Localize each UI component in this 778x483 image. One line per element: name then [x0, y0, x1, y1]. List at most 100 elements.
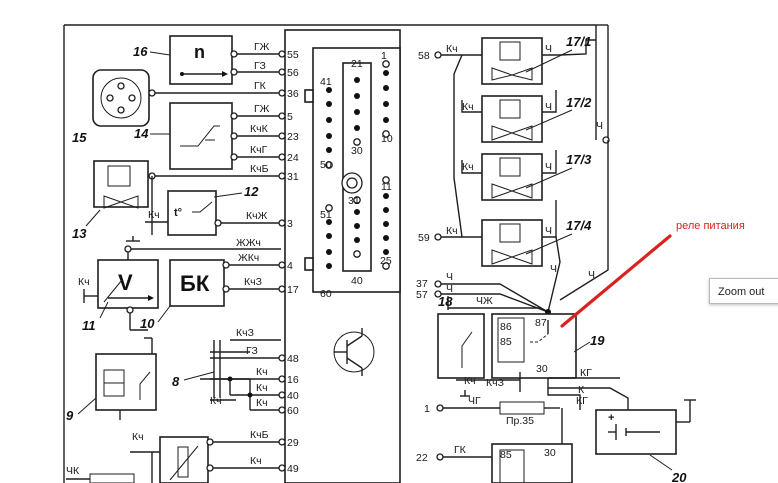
svg-text:ГК: ГК [254, 80, 267, 92]
svg-text:Кч: Кч [78, 276, 90, 288]
relay-22: 22 ГК 85 30 [416, 408, 573, 483]
zoom-out-button[interactable]: Zoom out [709, 278, 778, 304]
svg-text:ЖЖч: ЖЖч [236, 237, 261, 249]
svg-text:24: 24 [287, 152, 299, 164]
svg-text:Кч: Кч [132, 431, 144, 443]
control-unit-10: БК ЖКч 10 [140, 252, 259, 331]
svg-text:8: 8 [172, 374, 180, 389]
svg-text:20: 20 [671, 470, 687, 483]
connector-label-21: 21 [351, 58, 363, 70]
svg-text:ЧК: ЧК [66, 465, 80, 477]
switch-14: 14 [134, 102, 238, 170]
svg-text:10: 10 [140, 316, 155, 331]
connector-label-30: 30 [351, 145, 363, 157]
svg-text:КчБ: КчБ [250, 163, 269, 175]
svg-text:Кч: Кч [256, 382, 268, 394]
connector-label-41: 41 [320, 76, 332, 88]
relay-9: 9 [66, 353, 157, 423]
relay-feed-wires: 37 57 Ч Ч Ч Ч ЧЖ [416, 140, 609, 318]
svg-text:К: К [578, 384, 585, 396]
svg-text:Кч: Кч [462, 161, 474, 173]
svg-text:+: + [608, 412, 614, 424]
svg-text:16: 16 [133, 44, 148, 59]
svg-text:КчГ: КчГ [250, 144, 268, 156]
svg-text:86: 86 [500, 321, 512, 333]
battery-20: + 20 [595, 399, 696, 483]
svg-text:ГК: ГК [454, 444, 467, 456]
svg-text:40: 40 [287, 390, 299, 402]
svg-text:КчБ: КчБ [250, 429, 269, 441]
svg-text:19: 19 [590, 333, 605, 348]
svg-text:13: 13 [72, 226, 87, 241]
svg-text:V: V [118, 270, 133, 295]
svg-text:15: 15 [72, 130, 87, 145]
svg-text:Кч: Кч [464, 375, 476, 387]
power-supply-wires: КчЗ КГ К КГ 1 ЧГ Пр.35 [424, 367, 629, 427]
svg-text:9: 9 [66, 408, 74, 423]
svg-text:17/2: 17/2 [566, 95, 592, 110]
svg-text:48: 48 [287, 353, 299, 365]
left-bus-wires [119, 176, 153, 420]
splice-8: КчЗ Кч 8 [172, 327, 281, 410]
svg-text:КчЖ: КчЖ [246, 210, 268, 222]
svg-text:31: 31 [287, 171, 299, 183]
svg-text:18: 18 [438, 294, 453, 309]
svg-text:30: 30 [544, 447, 556, 459]
svg-text:11: 11 [82, 318, 96, 333]
injectors: Ч 17/1 17/2 17/3 17/4 [418, 34, 610, 267]
svg-text:Пр.35: Пр.35 [506, 415, 534, 427]
switch-18: Кч 18 [437, 294, 485, 387]
svg-text:ГЗ: ГЗ [254, 60, 266, 72]
svg-text:Кч: Кч [250, 455, 262, 467]
transistor-icon [333, 328, 375, 376]
power-relay-annotation: реле питания [560, 220, 745, 328]
svg-text:Кч: Кч [210, 395, 222, 407]
svg-text:ЖКч: ЖКч [238, 252, 259, 264]
svg-text:КчЗ: КчЗ [236, 327, 254, 339]
svg-text:23: 23 [287, 131, 299, 143]
ecu-connector: 1 10 11 21 25 30 31 40 41 50 51 60 [304, 47, 401, 300]
svg-text:ЧЖ: ЧЖ [476, 295, 493, 307]
svg-text:17/4: 17/4 [566, 218, 592, 233]
svg-text:29: 29 [287, 437, 299, 449]
connector-label-10: 10 [381, 133, 393, 145]
svg-text:Ч: Ч [596, 120, 603, 132]
svg-text:1: 1 [424, 403, 430, 415]
svg-text:55: 55 [287, 49, 299, 61]
svg-text:Кч: Кч [148, 209, 160, 221]
svg-text:Кч: Кч [462, 101, 474, 113]
svg-text:t°: t° [174, 207, 182, 219]
svg-text:Ч: Ч [446, 283, 453, 295]
svg-text:КГ: КГ [576, 395, 588, 407]
svg-text:58: 58 [418, 50, 430, 62]
valve-13: 13 [72, 160, 156, 241]
injector-17-3: 17/3 [481, 152, 592, 201]
svg-text:n: n [194, 42, 205, 62]
svg-text:56: 56 [287, 67, 299, 79]
svg-text:Кч: Кч [256, 366, 268, 378]
svg-text:85: 85 [500, 449, 512, 461]
connector-label-1: 1 [381, 50, 387, 62]
svg-text:КчЗ: КчЗ [244, 276, 262, 288]
svg-text:КГ: КГ [580, 367, 592, 379]
svg-text:Кч: Кч [256, 397, 268, 409]
svg-text:14: 14 [134, 126, 149, 141]
svg-text:57: 57 [416, 289, 428, 301]
svg-text:87: 87 [535, 317, 547, 329]
svg-text:59: 59 [418, 232, 430, 244]
svg-text:17/3: 17/3 [566, 152, 592, 167]
connector-label-25: 25 [380, 255, 392, 267]
voltmeter-11: V Кч 11 [78, 245, 159, 339]
connector-label-31: 31 [348, 195, 360, 207]
svg-text:36: 36 [287, 88, 299, 100]
svg-text:30: 30 [536, 363, 548, 375]
injector-17-4: 17/4 [481, 218, 592, 267]
svg-text:49: 49 [287, 463, 299, 475]
svg-text:ГЖ: ГЖ [254, 41, 270, 53]
connector-label-60: 60 [320, 288, 332, 300]
svg-text:85: 85 [500, 336, 512, 348]
svg-text:Ч: Ч [588, 269, 595, 281]
